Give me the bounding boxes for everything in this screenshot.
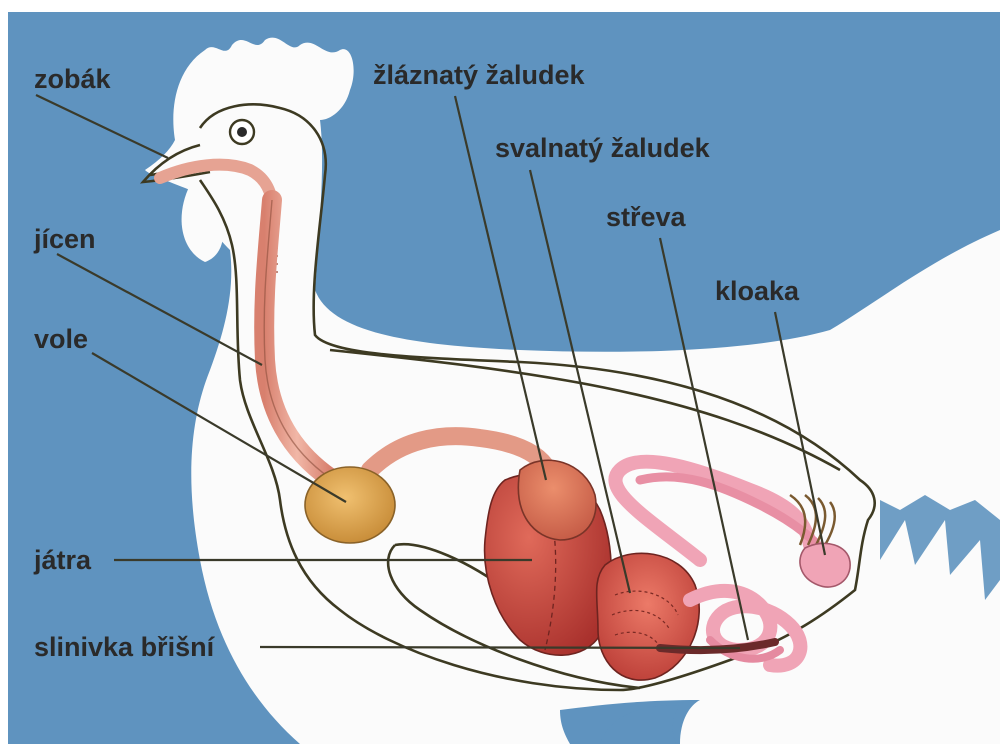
leader-pancreas	[260, 647, 740, 648]
label-proventriculus: žláznatý žaludek	[373, 60, 586, 90]
label-cloaca: kloaka	[715, 276, 800, 306]
label-liver: játra	[33, 545, 92, 575]
label-pancreas: slinivka břišní	[34, 632, 216, 662]
label-gizzard: svalnatý žaludek	[495, 133, 711, 163]
label-intestines: střeva	[606, 202, 687, 232]
label-esophagus: jícen	[33, 224, 96, 254]
label-crop: vole	[34, 324, 88, 354]
label-beak: zobák	[34, 64, 112, 94]
crop-organ	[305, 467, 395, 543]
